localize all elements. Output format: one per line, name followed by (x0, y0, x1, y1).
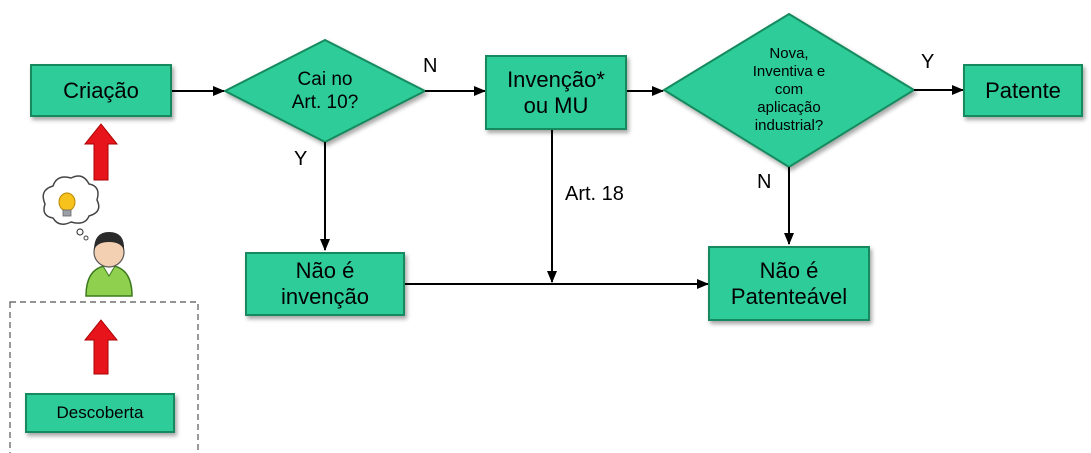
red-up-arrow-icon (83, 123, 119, 181)
node-criacao-label: Criação (63, 77, 139, 103)
decision-art10-label: Cai no Art. 10? (291, 69, 359, 113)
node-nao-invencao-label: Não é invenção (280, 258, 370, 309)
edge-label-art10-yes: Y (294, 148, 308, 170)
node-nao-patenteavel-label: Não é Patenteável (730, 257, 848, 309)
node-patente-label: Patente (985, 77, 1061, 103)
node-descoberta-label: Descoberta (56, 403, 144, 422)
decision-requisitos-label: Nova, Inventiva e com aplicação industri… (752, 45, 826, 134)
node-nao-invencao: Não é invenção (245, 252, 405, 316)
edge-label-requisitos-no: N (757, 171, 772, 193)
discovery-region-dashed (9, 301, 199, 453)
node-patente: Patente (963, 64, 1083, 117)
node-descoberta: Descoberta (25, 393, 175, 433)
person-icon (85, 232, 133, 297)
edge-label-art10-no: N (423, 55, 438, 77)
lightbulb-thought-icon (42, 175, 100, 241)
node-invencao-mu-label: Invenção* ou MU (507, 66, 605, 118)
node-invencao-mu: Invenção* ou MU (485, 55, 627, 130)
node-nao-patenteavel: Não é Patenteável (708, 246, 870, 321)
edge-label-requisitos-yes: Y (921, 51, 935, 73)
red-up-arrow-icon (83, 319, 119, 375)
edge-label-art18: Art. 18 (565, 183, 624, 205)
node-criacao: Criação (30, 64, 172, 117)
